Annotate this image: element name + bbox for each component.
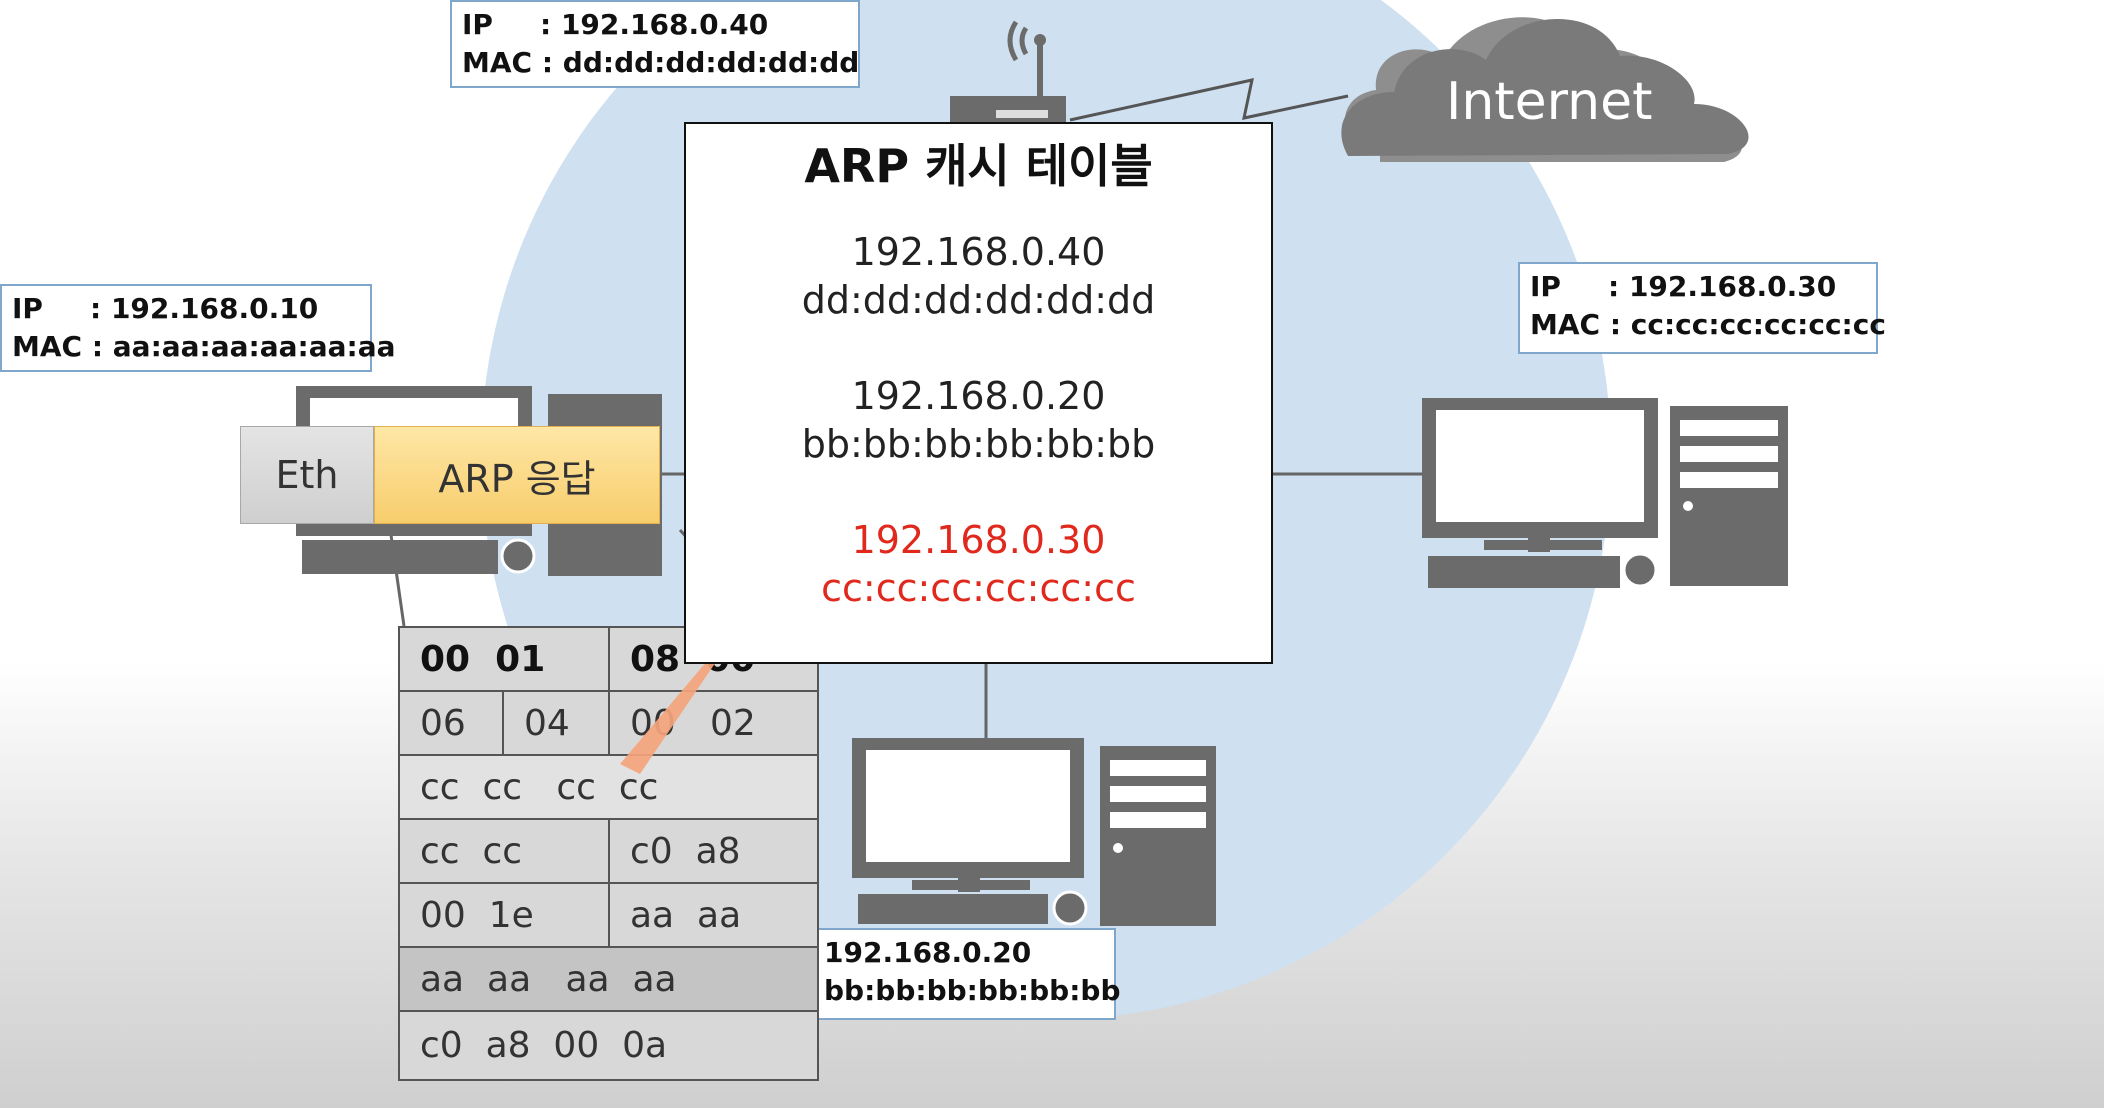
frame-cell: 00 1e xyxy=(400,884,610,946)
router-address-box: IP : 192.168.0.40 MAC : dd:dd:dd:dd:dd:dd xyxy=(450,0,860,88)
frame-row: cc cc c0 a8 xyxy=(400,820,817,884)
internet-label: Internet xyxy=(1446,72,1653,132)
cache-entry: 192.168.0.20 bb:bb:bb:bb:bb:bb xyxy=(686,372,1271,468)
mac-value: bb:bb:bb:bb:bb:bb xyxy=(824,974,1121,1007)
mac-value: cc:cc:cc:cc:cc:cc xyxy=(1630,308,1886,341)
frame-cell: 06 xyxy=(400,692,504,754)
frame-cell: c0 a8 xyxy=(630,830,741,872)
ip-value: : 192.168.0.30 xyxy=(1608,270,1837,303)
pc-bottom-icon xyxy=(852,738,1216,926)
mac-value: dd:dd:dd:dd:dd:dd xyxy=(562,46,860,79)
frame-cell: 02 xyxy=(710,702,756,744)
cache-entry-mac: dd:dd:dd:dd:dd:dd xyxy=(801,278,1156,322)
packet-eth-header: Eth xyxy=(240,426,374,524)
ip-value: : 192.168.0.10 xyxy=(90,292,319,325)
ip-value: : 192.168.0.40 xyxy=(540,8,769,41)
cache-table-title: ARP 캐시 테이블 xyxy=(804,139,1153,193)
frame-cell: aa aa aa aa xyxy=(420,958,677,1000)
frame-cell: 00 xyxy=(630,702,676,744)
host-b-address-box: 192.168.0.20 bb:bb:bb:bb:bb:bb xyxy=(816,928,1121,1020)
host-a-address-box: IP : 192.168.0.10 MAC : aa:aa:aa:aa:aa:aa xyxy=(0,284,396,372)
mac-value: aa:aa:aa:aa:aa:aa xyxy=(112,330,396,363)
host-c-address-box: IP : 192.168.0.30 MAC : cc:cc:cc:cc:cc:cc xyxy=(1518,262,1886,354)
ip-label: IP xyxy=(12,292,43,325)
frame-row: cc cc cc cc xyxy=(400,756,817,820)
arp-cache-table: ARP 캐시 테이블 192.168.0.40 dd:dd:dd:dd:dd:d… xyxy=(684,122,1273,664)
mac-label: MAC : xyxy=(1530,308,1622,341)
frame-row: aa aa aa aa xyxy=(400,948,817,1012)
cache-entry-ip: 192.168.0.30 xyxy=(851,518,1106,562)
frame-row: 00 1e aa aa xyxy=(400,884,817,948)
frame-row: c0 a8 00 0a xyxy=(400,1012,817,1079)
cache-entry-ip: 192.168.0.20 xyxy=(851,374,1106,418)
frame-cell: cc cc cc cc xyxy=(420,766,659,808)
internet-link xyxy=(1069,78,1349,122)
frame-cell: 00 01 xyxy=(400,628,610,690)
frame-cell: 04 xyxy=(504,692,610,754)
mac-label: MAC : xyxy=(12,330,104,363)
ip-label: IP xyxy=(1530,270,1561,303)
mac-label: MAC : xyxy=(462,46,554,79)
cache-entry-new: 192.168.0.30 cc:cc:cc:cc:cc:cc xyxy=(686,516,1271,612)
frame-cell: cc cc xyxy=(400,820,610,882)
cache-entry-ip: 192.168.0.40 xyxy=(851,230,1106,274)
cache-entry-mac: cc:cc:cc:cc:cc:cc xyxy=(821,566,1136,610)
frame-row: 06 04 00 02 xyxy=(400,692,817,756)
frame-cell: aa aa xyxy=(630,894,742,936)
frame-cell: c0 a8 00 0a xyxy=(420,1025,668,1066)
cloud-icon xyxy=(1341,17,1749,162)
ip-value: 192.168.0.20 xyxy=(824,936,1032,969)
packet-arp-reply: ARP 응답 xyxy=(374,426,660,524)
cache-entry-mac: bb:bb:bb:bb:bb:bb xyxy=(801,422,1156,466)
pc-right-icon xyxy=(1422,398,1788,588)
cache-entry: 192.168.0.40 dd:dd:dd:dd:dd:dd xyxy=(686,228,1271,324)
ip-label: IP xyxy=(462,8,493,41)
arp-frame-dump: 00 01 08 00 06 04 00 02 cc cc cc cc cc c… xyxy=(398,626,819,1081)
